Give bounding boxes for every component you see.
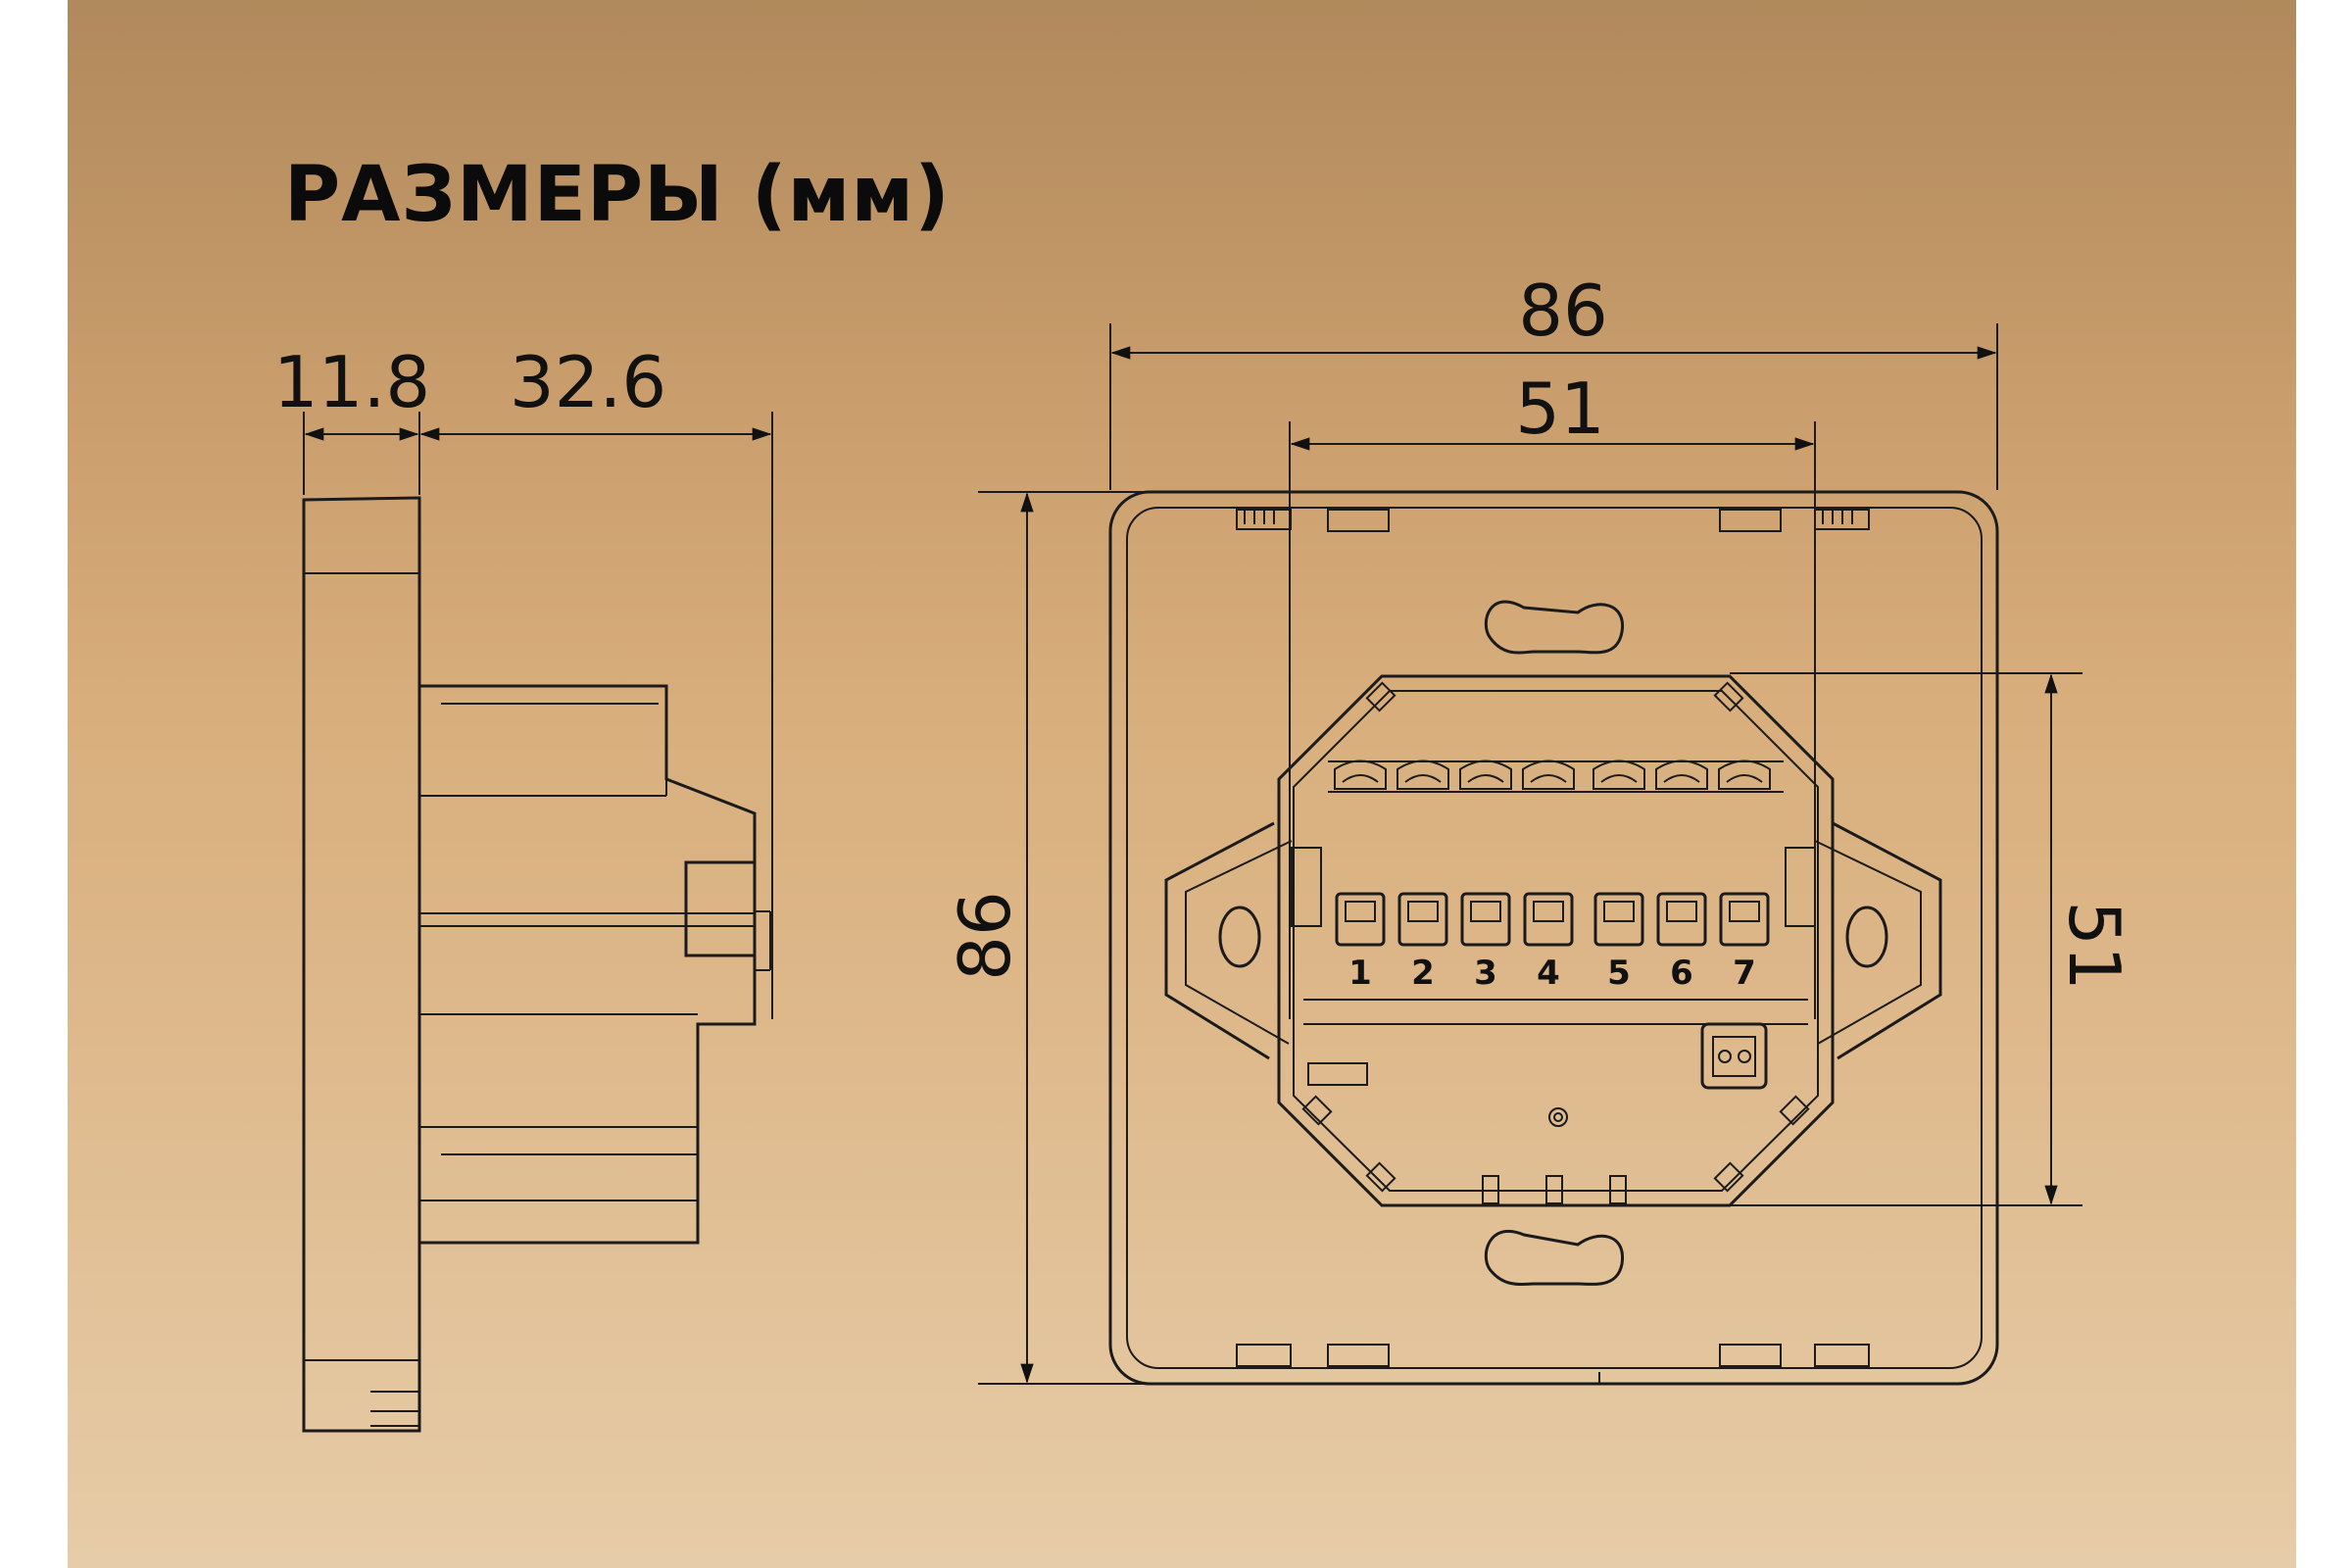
side-body xyxy=(419,684,757,1245)
side-connector xyxy=(684,860,757,957)
terminal-screw-slot xyxy=(1600,774,1638,783)
terminal-block-slot xyxy=(1729,901,1760,922)
side-view: 11.8 32.6 xyxy=(273,341,773,1433)
wing-right xyxy=(1832,821,1942,1060)
dim-inner-height-label: 51 xyxy=(2053,901,2135,991)
terminal-block xyxy=(1460,892,1511,947)
terminal-block xyxy=(1397,892,1448,947)
terminal-screw-slot xyxy=(1342,774,1379,783)
terminal-screw xyxy=(1592,760,1645,790)
terminal-screw-slot xyxy=(1404,774,1442,783)
terminal-number: 1 xyxy=(1348,954,1372,993)
screw-row xyxy=(1334,760,1771,790)
terminal-block xyxy=(1656,892,1707,947)
side-front-plate xyxy=(302,496,421,1433)
keyhole-bottom xyxy=(1484,1229,1624,1287)
terminal-block-slot xyxy=(1470,901,1501,922)
module-corner-notches xyxy=(1301,681,1810,1193)
terminal-block xyxy=(1719,892,1770,947)
terminal-number: 7 xyxy=(1733,954,1756,993)
terminal-screw xyxy=(1396,760,1449,790)
dim-inner-width-label: 51 xyxy=(1515,368,1605,450)
terminal-screw xyxy=(1334,760,1387,790)
terminal-screw xyxy=(1522,760,1575,790)
module-center-hole xyxy=(1548,1107,1568,1127)
module-tab-left xyxy=(1291,847,1322,927)
keyhole-top xyxy=(1484,600,1624,655)
dim-height-label: 86 xyxy=(944,891,1026,981)
terminal-block-slot xyxy=(1407,901,1439,922)
dim-depth-label: 32.6 xyxy=(510,341,666,423)
terminal-number: 5 xyxy=(1607,954,1631,993)
dim-width-label: 86 xyxy=(1518,270,1608,352)
module-tab-right xyxy=(1785,847,1816,927)
plate-clips xyxy=(1236,509,1870,1367)
page-title: РАЗМЕРЫ (мм) xyxy=(284,151,951,239)
dim-front-label: 11.8 xyxy=(273,341,430,423)
terminal-number: 4 xyxy=(1537,954,1560,993)
wing-left xyxy=(1164,821,1275,1060)
sensor-connector xyxy=(1700,1022,1768,1090)
terminal-number: 2 xyxy=(1411,954,1435,993)
terminal-number: 3 xyxy=(1474,954,1497,993)
module-bottom-studs xyxy=(1482,1175,1627,1204)
terminal-block-slot xyxy=(1603,901,1635,922)
terminal-screw xyxy=(1718,760,1771,790)
terminal-block-row xyxy=(1335,892,1770,947)
terminal-screw-slot xyxy=(1726,774,1763,783)
terminal-screw xyxy=(1655,760,1708,790)
terminal-block xyxy=(1335,892,1386,947)
terminal-block-slot xyxy=(1666,901,1697,922)
terminal-block xyxy=(1593,892,1644,947)
terminal-block-slot xyxy=(1533,901,1564,922)
terminal-block-slot xyxy=(1345,901,1376,922)
terminal-number: 6 xyxy=(1670,954,1693,993)
terminal-screw-slot xyxy=(1530,774,1567,783)
inner-plate-edge xyxy=(1126,507,1983,1369)
outer-plate xyxy=(1108,490,1999,1386)
terminal-screw xyxy=(1459,760,1512,790)
terminal-screw-slot xyxy=(1467,774,1504,783)
module-slot xyxy=(1307,1062,1368,1086)
terminal-screw-slot xyxy=(1663,774,1700,783)
drawing-background xyxy=(68,0,2296,1568)
terminal-block xyxy=(1523,892,1574,947)
